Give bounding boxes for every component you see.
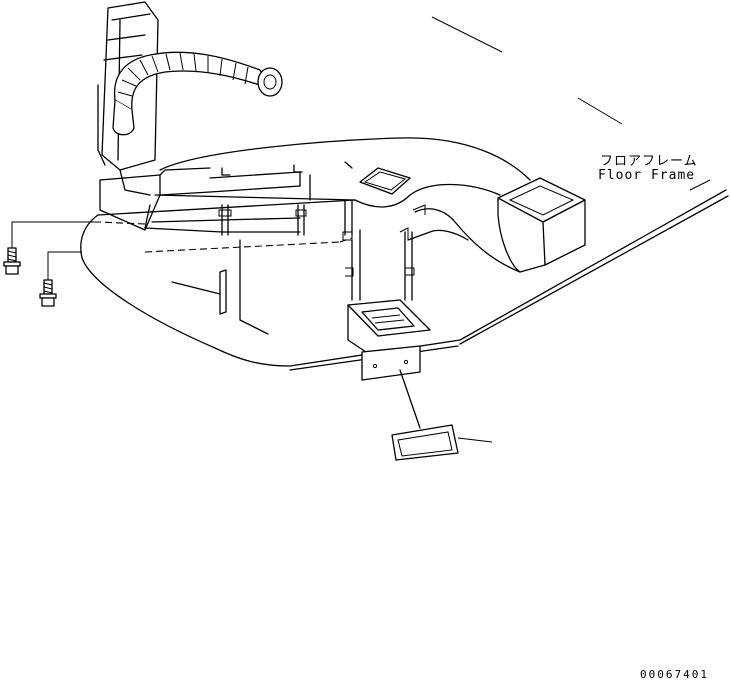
floor-frame-outline <box>80 16 729 371</box>
vent-grille <box>391 424 493 461</box>
duct-box-right <box>399 177 586 276</box>
bolt-leaders <box>11 221 353 280</box>
floor-frame-label-en: Floor Frame <box>598 168 696 183</box>
central-duct <box>144 164 413 301</box>
bolt-icon <box>39 279 57 307</box>
floor-frame-label-jp: フロアフレーム <box>600 154 698 169</box>
floor-frame-leader <box>689 179 711 191</box>
corrugated-hose <box>112 51 283 136</box>
vent-bracket <box>347 299 431 429</box>
drawing-number: 00067401 <box>640 668 709 681</box>
console-body <box>159 137 531 208</box>
floor-slot <box>171 239 269 335</box>
bolt-icon <box>3 247 21 275</box>
